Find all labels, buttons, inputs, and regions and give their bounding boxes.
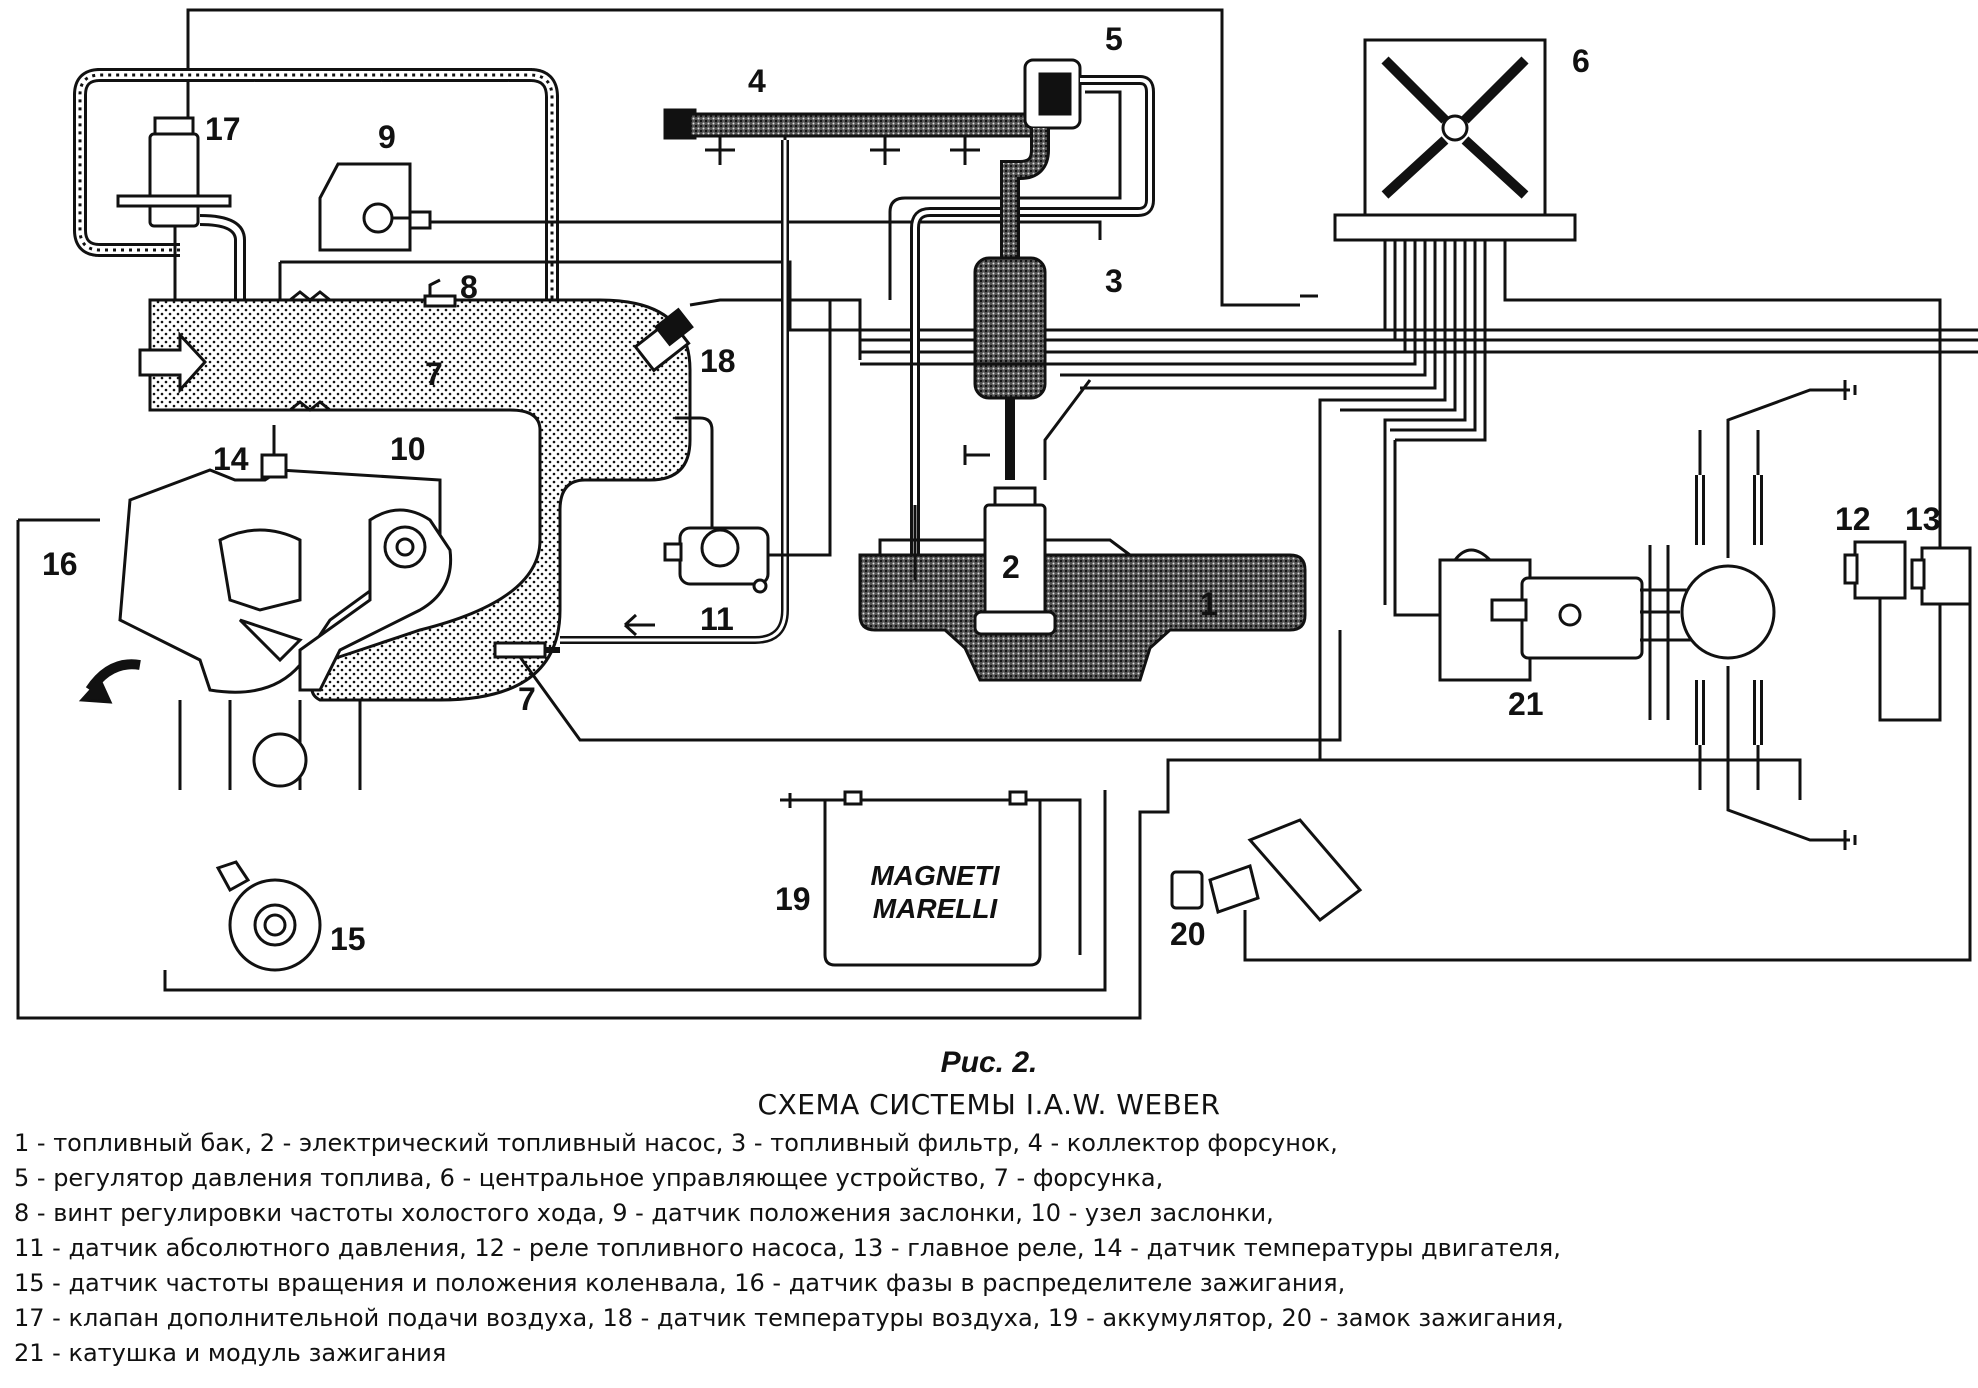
label-2: 2 bbox=[1002, 549, 1020, 585]
label-9: 9 bbox=[378, 119, 396, 155]
air-inlet-arrow bbox=[138, 331, 208, 394]
fuel-filter-3 bbox=[973, 256, 1047, 400]
label-15: 15 bbox=[330, 921, 366, 957]
ignition-module-21 bbox=[1393, 440, 1700, 720]
idle-screw-8 bbox=[423, 278, 457, 308]
label-14: 14 bbox=[213, 441, 249, 477]
figure-title: СХЕМА СИСТЕМЫ I.A.W. WEBER bbox=[757, 1088, 1221, 1121]
legend-line: 15 - датчик частоты вращения и положения… bbox=[14, 1269, 1346, 1297]
distributor bbox=[1640, 380, 1857, 850]
fuel-tank-1 bbox=[858, 553, 1307, 682]
label-13: 13 bbox=[1905, 501, 1941, 537]
label-11: 11 bbox=[700, 601, 734, 637]
label-21: 21 bbox=[1508, 686, 1544, 722]
fuel-rail-4 bbox=[663, 108, 1037, 165]
system-diagram: MAGNETI MARELLI 1 2 3 4 5 6 7 7 8 9 10 1… bbox=[16, 8, 1978, 1020]
label-10: 10 bbox=[390, 431, 426, 467]
ignition-switch-20 bbox=[1170, 555, 1972, 962]
label-7a: 7 bbox=[425, 356, 443, 392]
label-18: 18 bbox=[700, 343, 736, 379]
label-17: 17 bbox=[205, 111, 241, 147]
map-sensor-11 bbox=[663, 300, 832, 594]
legend-line: 11 - датчик абсолютного давления, 12 - р… bbox=[14, 1234, 1561, 1262]
label-6: 6 bbox=[1572, 43, 1590, 79]
legend-line: 5 - регулятор давления топлива, 6 - цент… bbox=[14, 1164, 1164, 1192]
battery-brand-logo: MAGNETI MARELLI bbox=[870, 860, 1000, 924]
label-12: 12 bbox=[1835, 501, 1871, 537]
label-7b: 7 bbox=[518, 681, 536, 717]
figure-number: Рис. 2. bbox=[940, 1046, 1038, 1079]
legend-line: 21 - катушка и модуль зажигания bbox=[14, 1339, 447, 1367]
label-5: 5 bbox=[1105, 21, 1123, 57]
engine-block bbox=[78, 425, 453, 790]
label-3: 3 bbox=[1105, 263, 1123, 299]
label-4: 4 bbox=[748, 63, 766, 99]
label-1: 1 bbox=[1200, 586, 1218, 622]
legend-line: 1 - топливный бак, 2 - электрический топ… bbox=[14, 1129, 1338, 1157]
aux-air-valve-17 bbox=[116, 116, 246, 300]
legend: 1 - топливный бак, 2 - электрический топ… bbox=[14, 1126, 1964, 1371]
svg-text:MARELLI: MARELLI bbox=[873, 893, 999, 924]
label-8: 8 bbox=[460, 269, 478, 305]
fuel-pump-relay-12 bbox=[1843, 540, 1942, 722]
crank-sensor-15 bbox=[163, 790, 1107, 992]
wire-top-17 bbox=[186, 8, 1300, 307]
fuel-pump-2 bbox=[963, 379, 1092, 636]
label-20: 20 bbox=[1170, 916, 1206, 952]
ecu-6 bbox=[860, 38, 1942, 760]
label-19: 19 bbox=[775, 881, 811, 917]
injector-7 bbox=[493, 630, 1342, 742]
component-labels: 1 2 3 4 5 6 7 7 8 9 10 11 12 13 14 15 16… bbox=[42, 21, 1941, 957]
spark-plug bbox=[1695, 430, 1763, 790]
svg-text:MAGNETI: MAGNETI bbox=[870, 860, 1000, 891]
legend-line: 17 - клапан дополнительной подачи воздух… bbox=[14, 1304, 1564, 1332]
throttle-sensor-9 bbox=[318, 162, 1102, 252]
pressure-regulator-5 bbox=[888, 58, 1155, 580]
main-relay-13 bbox=[1910, 546, 1972, 606]
air-temp-sensor-18 bbox=[633, 298, 862, 373]
legend-line: 8 - винт регулировки частоты холостого х… bbox=[14, 1199, 1274, 1227]
intake-manifold bbox=[148, 298, 692, 702]
battery-19 bbox=[780, 790, 1082, 967]
label-16: 16 bbox=[42, 546, 78, 582]
